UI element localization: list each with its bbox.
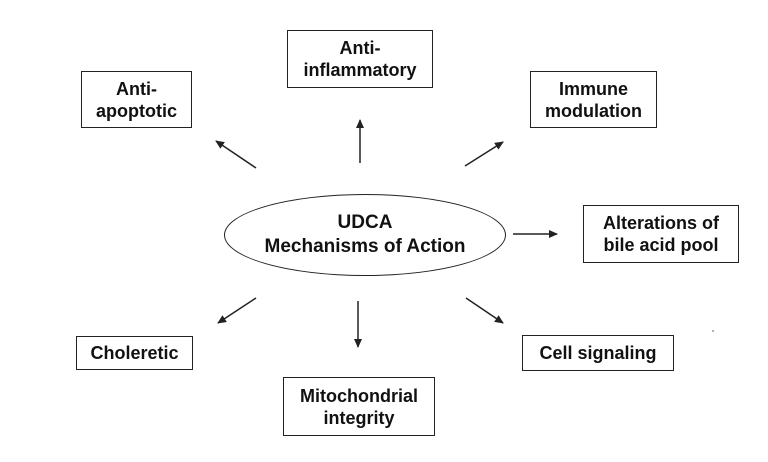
node-mitochondrial-integrity: Mitochondrial integrity — [283, 377, 435, 436]
center-title: UDCA — [337, 212, 393, 233]
node-bile-acid-pool: Alterations of bile acid pool — [583, 205, 739, 263]
node-mitochondrial-integrity-line1: Mitochondrial — [300, 385, 418, 406]
node-anti-apoptotic: Anti- apoptotic — [81, 71, 192, 128]
node-anti-apoptotic-line2: apoptotic — [96, 100, 177, 121]
node-bile-acid-pool-line1: Alterations of — [602, 213, 719, 233]
scan-speck — [712, 330, 714, 332]
node-choleretic: Choleretic — [76, 336, 193, 370]
node-immune-modulation-line2: modulation — [545, 100, 642, 121]
node-immune-modulation-line1: Immune — [558, 78, 628, 99]
node-anti-inflammatory-line2: inflammatory — [303, 60, 417, 80]
node-choleretic-label: Choleretic — [90, 343, 179, 363]
arrow-to-anti-apoptotic — [215, 140, 257, 169]
node-anti-inflammatory-line1: Anti- — [339, 38, 381, 58]
node-mitochondrial-integrity-line2: integrity — [323, 407, 395, 428]
node-anti-apoptotic-line1: Anti- — [116, 78, 157, 99]
node-anti-inflammatory: Anti- inflammatory — [287, 30, 433, 88]
center-node-udca: UDCA Mechanisms of Action — [224, 194, 506, 276]
node-immune-modulation: Immune modulation — [530, 71, 657, 128]
node-cell-signaling: Cell signaling — [522, 335, 674, 371]
node-bile-acid-pool-line2: bile acid pool — [603, 235, 719, 255]
arrow-to-cell-signaling — [465, 297, 504, 324]
node-cell-signaling-label: Cell signaling — [539, 343, 657, 363]
center-subtitle: Mechanisms of Action — [264, 236, 466, 257]
arrow-to-immune-modulation — [464, 141, 504, 167]
arrow-to-choleretic — [217, 297, 257, 324]
